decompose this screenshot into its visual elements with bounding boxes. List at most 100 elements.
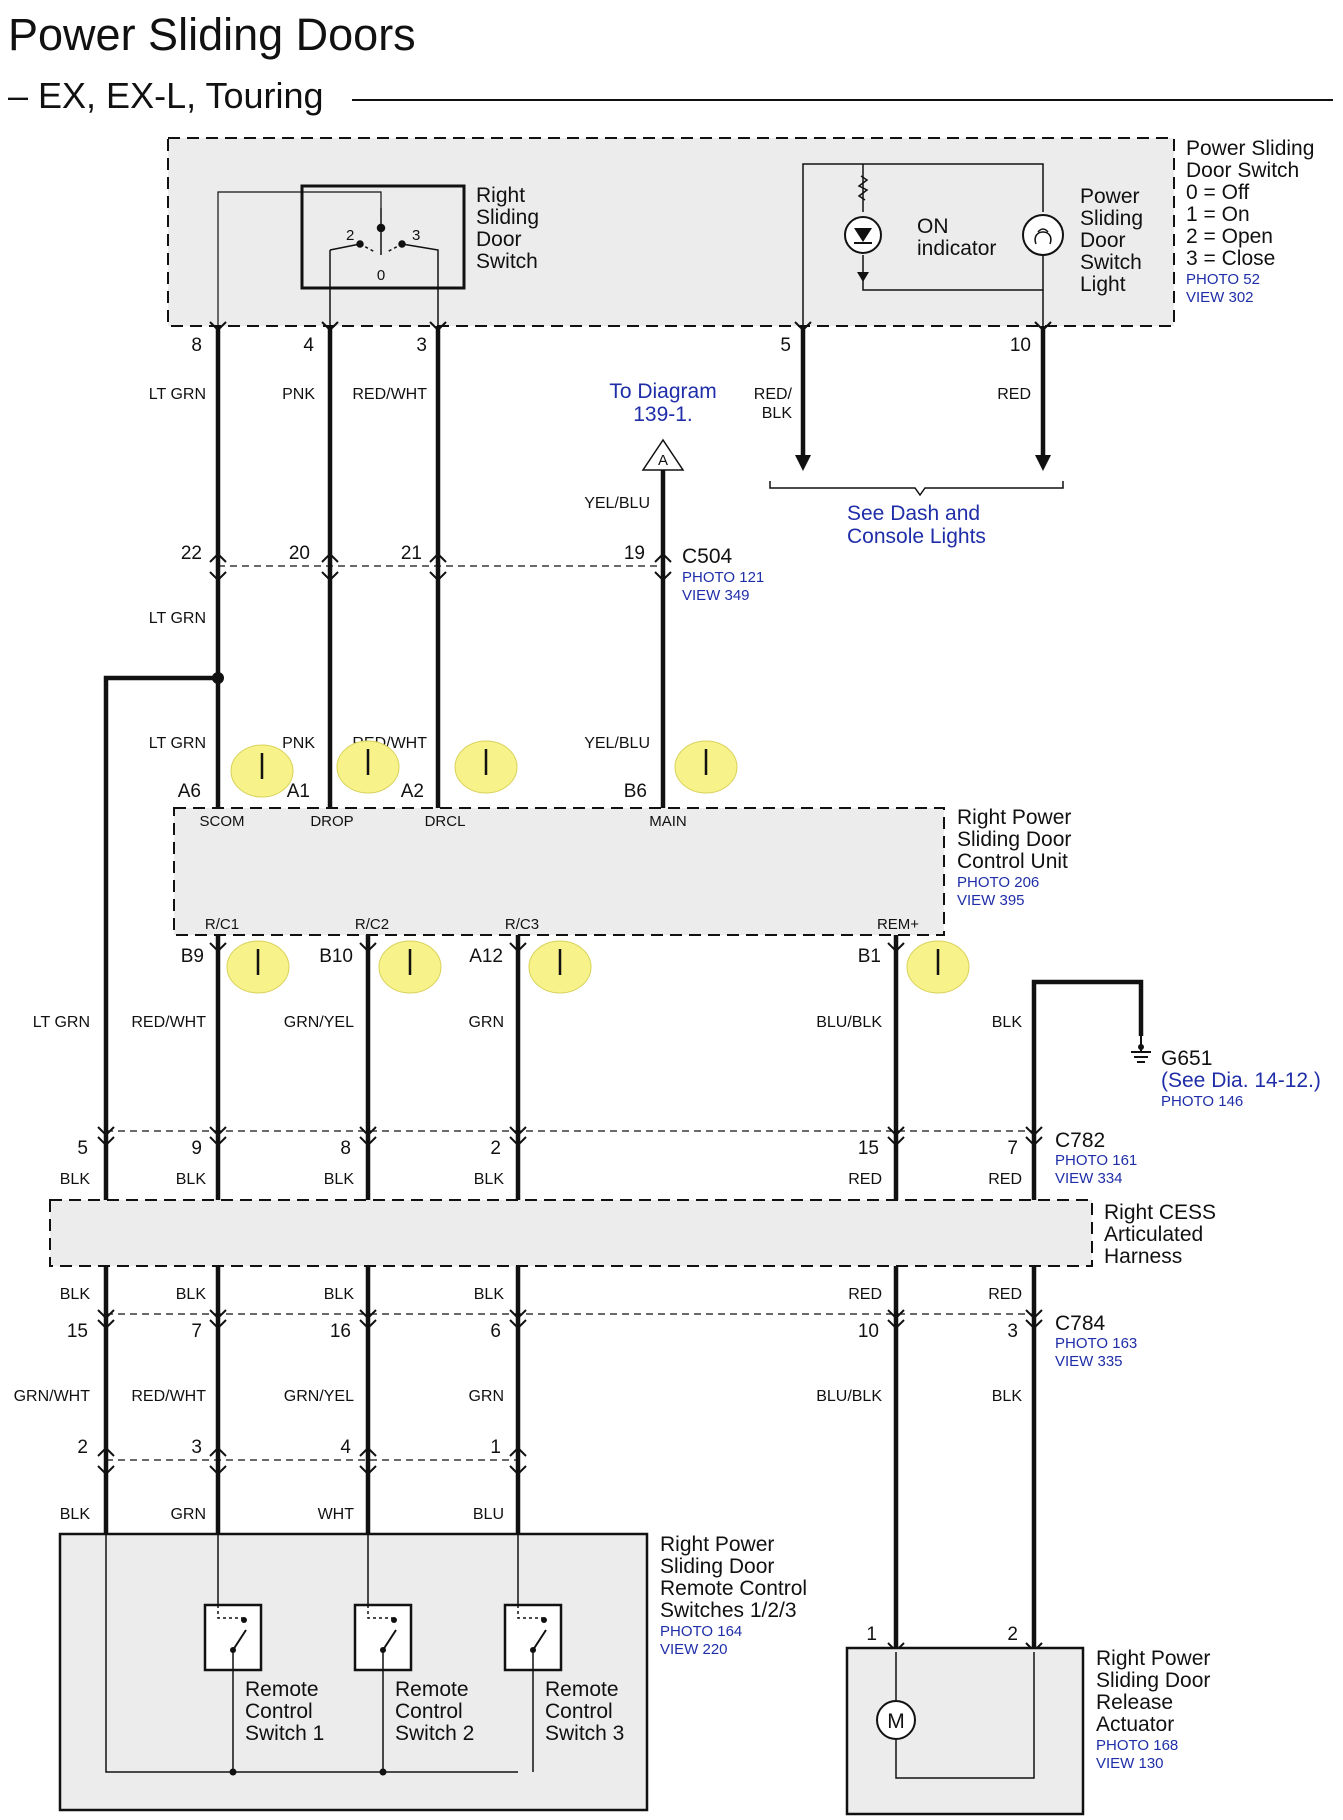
switch-pin-4: 4 bbox=[303, 335, 314, 356]
signal-main: MAIN bbox=[649, 813, 687, 830]
cu-pin-b6: B6 bbox=[624, 781, 647, 802]
view-ref: VIEW 302 bbox=[1186, 289, 1254, 306]
junction-dot bbox=[229, 1768, 237, 1776]
callout-highlights-top bbox=[230, 740, 738, 798]
cu-pin-a6: A6 bbox=[178, 781, 201, 802]
c784-name: C784 bbox=[1055, 1312, 1106, 1335]
signal-drcl: DRCL bbox=[425, 813, 466, 830]
to-diagram-label: To Diagram bbox=[609, 380, 716, 403]
c782-pin-9: 9 bbox=[191, 1138, 202, 1159]
remote-switches-label: Right Power Sliding Door Remote Control … bbox=[660, 1533, 807, 1658]
lower-wire-grn: GRN bbox=[468, 1388, 504, 1405]
mid-wire-blk: BLK bbox=[992, 1014, 1023, 1031]
svg-text:Sliding Door: Sliding Door bbox=[660, 1555, 774, 1578]
svg-text:Switch 2: Switch 2 bbox=[395, 1722, 474, 1745]
lower-wire-grn-wht: GRN/WHT bbox=[14, 1388, 91, 1405]
ground-dot bbox=[1138, 1044, 1144, 1050]
svg-text:Sliding Door: Sliding Door bbox=[1096, 1669, 1210, 1692]
signal-rem-plus: REM+ bbox=[877, 916, 919, 933]
c782-color-4: BLK bbox=[474, 1171, 505, 1188]
mid-wire-red-wht: RED/WHT bbox=[131, 1014, 206, 1031]
svg-text:Right CESS: Right CESS bbox=[1104, 1201, 1216, 1224]
c504-pin-22: 22 bbox=[181, 543, 202, 564]
wire-color-lt-grn-2: LT GRN bbox=[149, 610, 206, 627]
cu-pin-a2: A2 bbox=[401, 781, 424, 802]
junction-dot bbox=[379, 1768, 387, 1776]
svg-text:Door: Door bbox=[476, 228, 522, 251]
cu-pin-a1: A1 bbox=[287, 781, 310, 802]
control-unit-block bbox=[173, 807, 945, 936]
switch-connector-marks bbox=[209, 321, 1052, 332]
c782-color-2: BLK bbox=[176, 1171, 207, 1188]
actuator-photo: PHOTO 168 bbox=[1096, 1737, 1178, 1754]
switch-pin-5: 5 bbox=[780, 335, 791, 356]
c782-marks bbox=[97, 1126, 1043, 1147]
svg-text:Control Unit: Control Unit bbox=[957, 850, 1068, 873]
legend-open: 2 = Open bbox=[1186, 225, 1273, 248]
remote-switch-2-label: Remote Control Switch 2 bbox=[395, 1678, 474, 1745]
lower-wire-grn-yel: GRN/YEL bbox=[284, 1388, 354, 1405]
cu-bottom-signals: R/C1 R/C2 R/C3 REM+ bbox=[205, 916, 919, 933]
cu-wire-yel-blu: YEL/BLU bbox=[584, 735, 650, 752]
c504-pin-19: 19 bbox=[624, 543, 645, 564]
c782-color-6: RED bbox=[988, 1171, 1022, 1188]
ground-note: (See Dia. 14-12.) bbox=[1161, 1069, 1321, 1092]
arrow-red-blk bbox=[795, 455, 811, 471]
photo-ref: PHOTO 52 bbox=[1186, 271, 1260, 288]
remote-connector-marks bbox=[97, 1446, 527, 1476]
ground-name: G651 bbox=[1161, 1047, 1212, 1070]
svg-text:Sliding: Sliding bbox=[1080, 207, 1143, 230]
mid-wire-grn: GRN bbox=[468, 1014, 504, 1031]
c782-pin-8: 8 bbox=[340, 1138, 351, 1159]
dash-bracket bbox=[769, 481, 1064, 497]
switch-pin-3: 3 bbox=[416, 335, 427, 356]
svg-text:Remote: Remote bbox=[395, 1678, 469, 1701]
legend-close: 3 = Close bbox=[1186, 247, 1275, 270]
cu-top-signals: SCOM DROP DRCL MAIN bbox=[200, 813, 687, 830]
cu-pin-b9: B9 bbox=[181, 946, 204, 967]
signal-rc2: R/C2 bbox=[355, 916, 389, 933]
c504-view: VIEW 349 bbox=[682, 587, 750, 604]
svg-text:Control: Control bbox=[395, 1700, 463, 1723]
c782-color-1: BLK bbox=[60, 1171, 91, 1188]
c784-pin-3: 3 bbox=[1007, 1321, 1018, 1342]
signal-drop: DROP bbox=[310, 813, 353, 830]
svg-text:indicator: indicator bbox=[917, 237, 996, 260]
actuator-label: Right Power Sliding Door Release Actuato… bbox=[1096, 1647, 1210, 1772]
svg-text:Sliding: Sliding bbox=[476, 206, 539, 229]
remote-pin-1: 1 bbox=[490, 1437, 501, 1458]
remote-pin-2: 2 bbox=[77, 1437, 88, 1458]
harness-label: Right CESS Articulated Harness bbox=[1104, 1201, 1216, 1268]
offpage-letter: A bbox=[658, 452, 668, 469]
remote-color-grn: GRN bbox=[170, 1506, 206, 1523]
offpage-connector-icon bbox=[641, 438, 685, 471]
on-indicator-label: ON indicator bbox=[917, 215, 996, 260]
svg-text:Remote: Remote bbox=[245, 1678, 319, 1701]
c504-marks bbox=[209, 552, 672, 582]
callout-highlights-bottom bbox=[226, 940, 970, 994]
mid-wire-blu-blk: BLU/BLK bbox=[816, 1014, 882, 1031]
c784-view: VIEW 335 bbox=[1055, 1353, 1123, 1370]
page-title: Power Sliding Doors bbox=[8, 9, 416, 60]
svg-text:Light: Light bbox=[1080, 273, 1126, 296]
c782-color-5: RED bbox=[848, 1171, 882, 1188]
signal-scom: SCOM bbox=[200, 813, 245, 830]
c504-name: C504 bbox=[682, 545, 733, 568]
c784-color-3: BLK bbox=[324, 1286, 355, 1303]
c784-pin-10: 10 bbox=[858, 1321, 879, 1342]
svg-text:Actuator: Actuator bbox=[1096, 1713, 1174, 1736]
cu-bottom-marks bbox=[209, 942, 905, 953]
svg-text:Remote Control: Remote Control bbox=[660, 1577, 807, 1600]
callout-highlight bbox=[378, 940, 442, 994]
cu-pin-a12: A12 bbox=[469, 946, 503, 967]
lower-wire-blk: BLK bbox=[992, 1388, 1023, 1405]
wire-color-red-slash: RED/ bbox=[754, 386, 793, 403]
svg-text:Door Switch: Door Switch bbox=[1186, 159, 1299, 182]
remote-switch-1-label: Remote Control Switch 1 bbox=[245, 1678, 324, 1745]
c784-color-4: BLK bbox=[474, 1286, 505, 1303]
cu-view: VIEW 395 bbox=[957, 892, 1025, 909]
switch-pin-10: 10 bbox=[1010, 335, 1031, 356]
c784-pin-15: 15 bbox=[67, 1321, 88, 1342]
cess-harness-block bbox=[49, 1199, 1093, 1267]
